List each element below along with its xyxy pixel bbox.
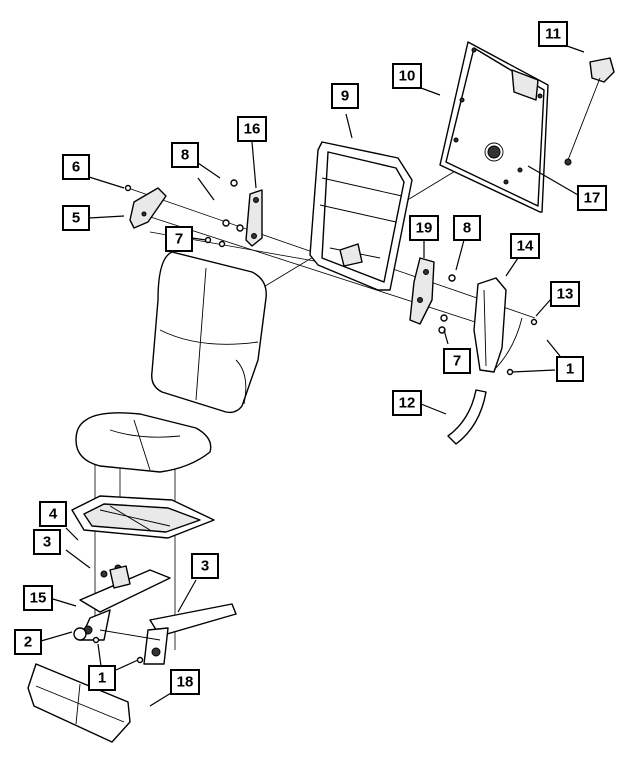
callout-5: 5 [62, 205, 90, 231]
callout-label: 16 [244, 121, 261, 138]
callout-7-left: 7 [165, 226, 193, 252]
callout-label: 3 [201, 558, 209, 575]
callout-8-right: 8 [453, 215, 481, 241]
callout-3-left: 3 [33, 529, 61, 555]
callout-13: 13 [550, 281, 580, 307]
release-cable [564, 57, 615, 166]
bolts-8-left [222, 179, 244, 232]
callout-17: 17 [577, 185, 607, 211]
screw-6 [124, 184, 132, 192]
callout-label: 8 [463, 220, 471, 237]
callout-label: 19 [416, 220, 433, 237]
callout-19: 19 [409, 215, 439, 241]
seat-pan [71, 495, 215, 539]
latch-2 [73, 627, 87, 641]
screws-1-upper [506, 368, 514, 376]
callout-label: 9 [341, 88, 349, 105]
callout-8-left: 8 [171, 142, 199, 168]
rear-back-panel [439, 41, 549, 213]
callout-12: 12 [392, 390, 422, 416]
callout-label: 1 [566, 361, 574, 378]
callout-1-right: 1 [556, 356, 584, 382]
bolt-8-right [448, 274, 456, 282]
callout-label: 8 [181, 147, 189, 164]
callout-label: 5 [72, 210, 80, 227]
callout-label: 7 [175, 231, 183, 248]
hinge-bracket-16 [245, 189, 263, 247]
front-trim-panel [27, 663, 131, 743]
callout-9: 9 [331, 83, 359, 109]
bolts-7-right [438, 314, 448, 334]
callout-7-right: 7 [443, 348, 471, 374]
callout-3-right: 3 [191, 553, 219, 579]
callout-18: 18 [170, 669, 200, 695]
callout-6: 6 [62, 154, 90, 180]
trim-tube [447, 389, 487, 445]
callout-16: 16 [237, 116, 267, 142]
screws-1-lower [92, 636, 144, 664]
washers-7-left [204, 236, 226, 248]
callout-2: 2 [14, 629, 42, 655]
callout-label: 4 [49, 506, 58, 523]
callout-label: 3 [43, 534, 51, 551]
seat-cushion [75, 412, 212, 473]
callout-label: 1 [98, 670, 106, 687]
callout-label: 13 [557, 286, 574, 303]
callout-label: 18 [177, 674, 194, 691]
callout-4: 4 [39, 501, 67, 527]
callout-10: 10 [392, 63, 422, 89]
callout-label: 15 [30, 590, 47, 607]
callout-1-lower: 1 [88, 665, 116, 691]
callout-15: 15 [23, 585, 53, 611]
seat-back-cushion [151, 251, 267, 414]
callout-label: 6 [72, 159, 80, 176]
hinge-bracket-19 [409, 257, 435, 325]
callout-14: 14 [510, 233, 540, 259]
side-shield [473, 277, 507, 373]
callout-label: 11 [545, 26, 561, 43]
side-bracket-5 [129, 187, 167, 229]
callout-label: 12 [399, 395, 416, 412]
callout-label: 7 [453, 353, 461, 370]
seat-back-frame [309, 141, 413, 291]
callout-label: 14 [517, 238, 534, 255]
callout-label: 10 [399, 68, 416, 85]
callout-11: 11 [538, 21, 568, 47]
callout-label: 17 [584, 190, 601, 207]
clip-rod [493, 317, 538, 371]
leader-lines [40, 45, 585, 707]
seat-riser-assembly [79, 564, 237, 665]
callout-label: 2 [24, 634, 32, 651]
